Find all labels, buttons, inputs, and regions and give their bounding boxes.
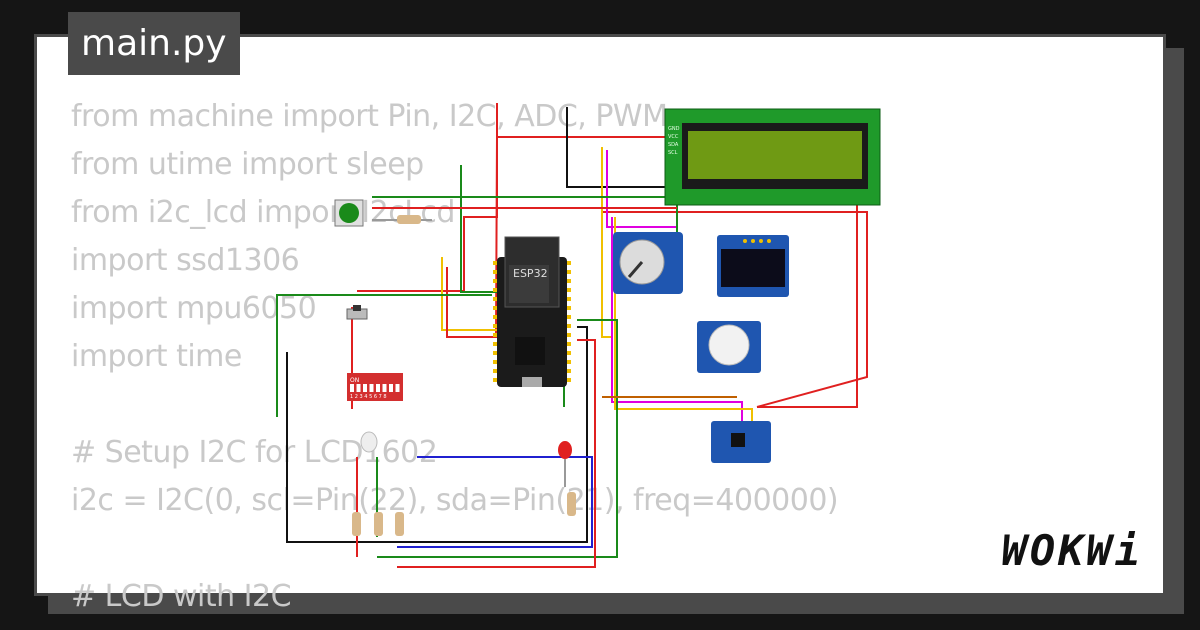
code-line: from utime import sleep — [71, 147, 424, 182]
esp32-pin — [493, 261, 497, 265]
esp32-pin — [493, 270, 497, 274]
esp32-pin — [493, 315, 497, 319]
esp32-pin — [493, 342, 497, 346]
dip-switch[interactable]: ON 1 2 3 4 5 6 7 8 — [347, 373, 403, 401]
lcd-pin-scl: SCL — [668, 150, 678, 156]
wire-yellow — [614, 217, 753, 427]
esp32-pin — [493, 351, 497, 355]
code-line: i2c = I2C(0, scl=Pin(22), sda=Pin(21), f… — [71, 483, 839, 518]
dip-key — [395, 384, 400, 392]
file-tab[interactable]: main.py — [68, 12, 240, 75]
esp32-pin — [567, 261, 571, 265]
wire-red — [446, 267, 497, 338]
dip-key — [350, 384, 354, 392]
esp32-pin — [493, 333, 497, 337]
code-line: import ssd1306 — [71, 243, 300, 278]
esp32-pin — [493, 279, 497, 283]
esp32-pin — [493, 360, 497, 364]
esp32-pins — [493, 261, 571, 382]
dip-numbers: 1 2 3 4 5 6 7 8 — [350, 394, 387, 400]
wire-red — [397, 339, 596, 568]
esp32-pin — [493, 369, 497, 373]
potentiometer[interactable] — [613, 232, 683, 294]
dip-key — [356, 384, 361, 392]
esp32-pin — [567, 270, 571, 274]
esp32-pin — [567, 279, 571, 283]
wire-black — [286, 326, 588, 543]
resistor — [372, 215, 432, 224]
lcd-1602[interactable]: GND VCC SDA SCL — [664, 108, 881, 206]
wire-green — [377, 319, 618, 558]
esp32-pin — [493, 324, 497, 328]
wire-magenta — [606, 150, 677, 228]
esp32-pin — [567, 315, 571, 319]
code-line: import time — [71, 339, 242, 374]
esp32-pin — [493, 297, 497, 301]
lcd-pin-sda: SDA — [668, 142, 679, 148]
esp32-label: ESP32 — [513, 267, 548, 280]
dip-key — [389, 384, 393, 392]
esp32-pin — [493, 378, 497, 382]
mpu6050-module[interactable] — [711, 421, 771, 463]
wire-black — [566, 107, 677, 188]
dip-key — [382, 384, 387, 392]
dip-key — [376, 384, 380, 392]
code-line: # LCD with I2C — [71, 579, 292, 614]
pir-sensor[interactable] — [697, 321, 761, 373]
esp32-pin — [567, 333, 571, 337]
oled-display[interactable] — [717, 235, 789, 297]
esp32-pin — [567, 342, 571, 346]
red-led[interactable] — [558, 441, 572, 487]
esp32-pin — [567, 324, 571, 328]
esp32-pin — [567, 378, 571, 382]
lcd-pin-gnd: GND — [668, 126, 680, 132]
esp32-pin — [493, 306, 497, 310]
esp32-pin — [567, 351, 571, 355]
wire-green — [276, 294, 492, 417]
esp32-pin — [567, 369, 571, 373]
push-button[interactable] — [334, 199, 364, 227]
esp32-pin — [567, 306, 571, 310]
lcd-pin-vcc: VCC — [668, 134, 679, 140]
wire-yellow — [441, 257, 507, 331]
circuit-diagram[interactable]: GND VCC SDA SCL ESP32 — [37, 37, 1169, 599]
esp32-board[interactable]: ESP32 — [493, 236, 571, 387]
code-line: import mpu6050 — [71, 291, 317, 326]
dip-on-label: ON — [350, 377, 359, 384]
esp32-pin — [567, 297, 571, 301]
resistors — [352, 492, 576, 536]
wokwi-logo: WOKWi — [1001, 526, 1143, 575]
esp32-pin — [567, 288, 571, 292]
rgb-led[interactable] — [360, 431, 378, 453]
dip-key — [363, 384, 367, 392]
wire-magenta — [611, 217, 743, 427]
esp32-pin — [567, 360, 571, 364]
wire-yellow — [601, 147, 612, 338]
slide-switch[interactable] — [346, 305, 368, 320]
dip-key — [369, 384, 374, 392]
esp32-pin — [493, 288, 497, 292]
wire-blue — [397, 456, 593, 548]
